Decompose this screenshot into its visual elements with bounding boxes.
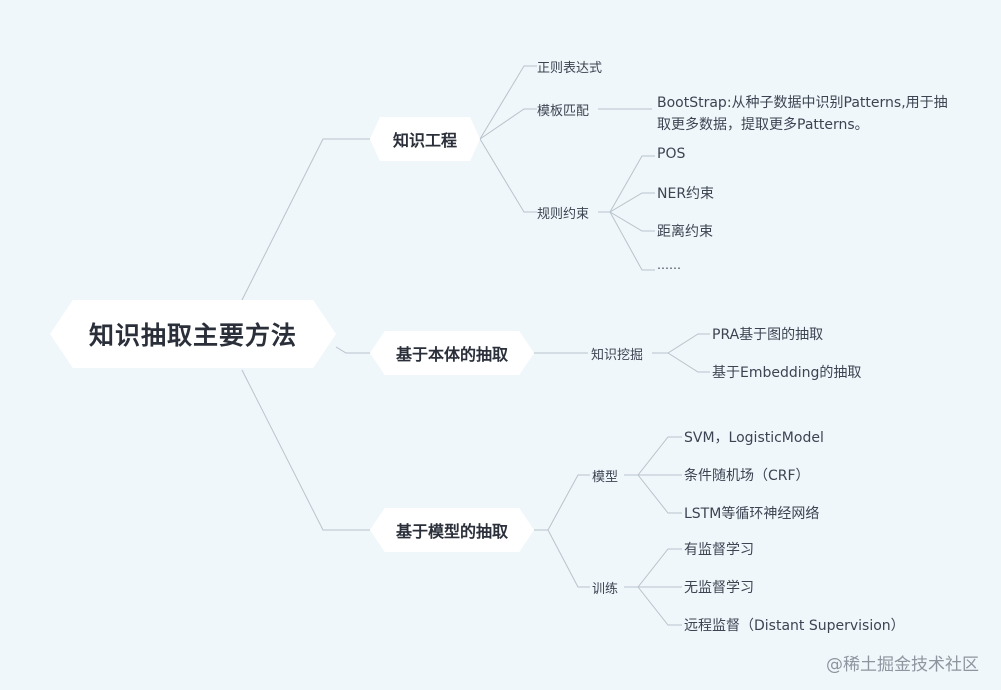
edge-xl-3 — [624, 586, 682, 626]
branch-model-extraction[interactable]: 基于模型的抽取 — [370, 508, 534, 552]
edge-gz-pos — [598, 155, 655, 213]
edge-b3-xl — [534, 529, 590, 588]
sub-template-matching[interactable]: 模板匹配 — [537, 104, 590, 119]
edge-b3-mx — [534, 474, 590, 531]
note-line-1: BootStrap:从种子数据中识别Patterns,用于抽 — [657, 95, 948, 111]
edge-root-b1 — [241, 138, 370, 301]
branch-knowledge-engineering[interactable]: 知识工程 — [370, 117, 480, 161]
edge-b1-zz — [479, 65, 537, 140]
edge-root-b3 — [241, 369, 370, 531]
root-node[interactable]: 知识抽取主要方法 — [50, 300, 336, 368]
note-bootstrap[interactable]: BootStrap:从种子数据中识别Patterns,用于抽 取更多数据，提取更… — [657, 92, 957, 136]
leaf-supervised[interactable]: 有监督学习 — [684, 542, 754, 558]
leaf-ellipsis[interactable]: …… — [657, 258, 681, 272]
edge-zs-emb — [652, 352, 710, 373]
sub-knowledge-mining[interactable]: 知识挖掘 — [591, 348, 644, 363]
leaf-crf[interactable]: 条件随机场（CRF） — [684, 468, 810, 484]
edge-root-b2 — [335, 346, 370, 354]
note-line-2: 取更多数据，提取更多Patterns。 — [657, 117, 869, 133]
leaf-pra-graph[interactable]: PRA基于图的抽取 — [712, 327, 824, 343]
edge-gz-ner — [598, 192, 655, 213]
edge-b1-gz — [479, 138, 537, 213]
branch-ontology-extraction[interactable]: 基于本体的抽取 — [370, 331, 534, 375]
leaf-unsupervised[interactable]: 无监督学习 — [684, 580, 754, 596]
sub-rule-constraint[interactable]: 规则约束 — [537, 207, 590, 222]
edge-mx-1 — [624, 436, 682, 476]
sub-training[interactable]: 训练 — [592, 582, 619, 597]
edge-gz-jl — [598, 211, 655, 232]
leaf-distant-supervision[interactable]: 远程监督（Distant Supervision） — [684, 618, 905, 634]
edge-b1-mb — [479, 108, 537, 140]
edge-gz-etc — [598, 211, 655, 271]
leaf-lstm[interactable]: LSTM等循环神经网络 — [684, 506, 820, 522]
edge-xl-1 — [624, 548, 682, 588]
leaf-ner-constraint[interactable]: NER约束 — [657, 186, 715, 202]
leaf-pos[interactable]: POS — [657, 146, 686, 162]
leaf-svm-logistic[interactable]: SVM，LogisticModel — [684, 430, 824, 446]
leaf-distance-constraint[interactable]: 距离约束 — [657, 224, 713, 240]
sub-regex[interactable]: 正则表达式 — [537, 61, 603, 76]
sub-model[interactable]: 模型 — [592, 470, 619, 485]
watermark: @稀土掘金技术社区 — [826, 655, 979, 675]
edge-zs-pra — [652, 333, 710, 354]
edge-mx-3 — [624, 474, 682, 514]
leaf-embedding[interactable]: 基于Embedding的抽取 — [712, 365, 862, 381]
